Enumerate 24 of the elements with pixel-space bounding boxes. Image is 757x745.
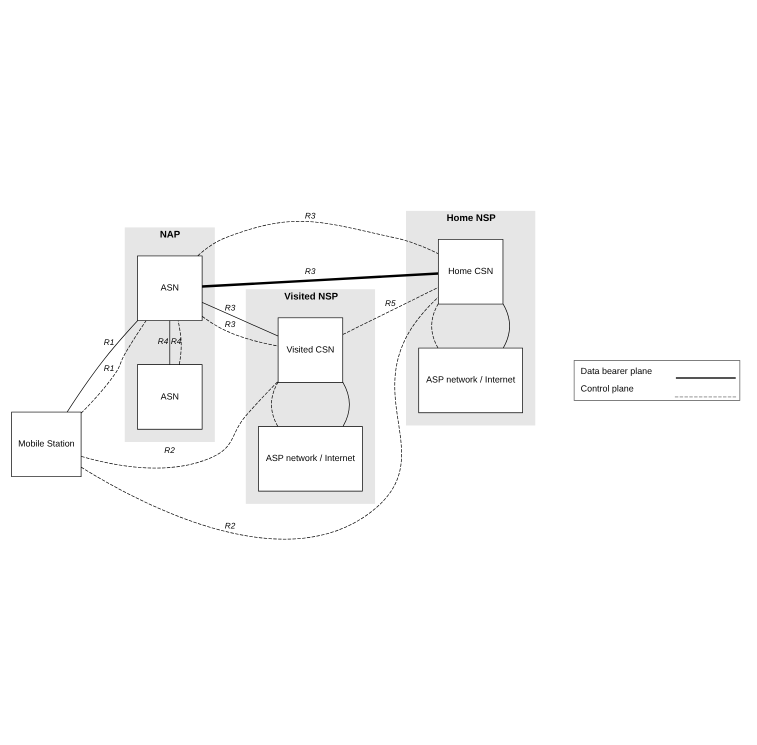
node-box: Home CSN bbox=[438, 239, 504, 304]
connector bbox=[197, 221, 439, 256]
connector bbox=[80, 296, 439, 540]
connector bbox=[431, 304, 439, 348]
node-box: ASP network / Internet bbox=[418, 348, 523, 414]
connector bbox=[80, 320, 146, 414]
connector bbox=[81, 381, 278, 468]
connector bbox=[202, 316, 278, 346]
connector bbox=[178, 320, 182, 365]
connector bbox=[342, 287, 439, 335]
connector bbox=[271, 382, 278, 427]
node-box: ASP network / Internet bbox=[258, 426, 363, 492]
connector bbox=[169, 320, 170, 365]
connector bbox=[502, 304, 510, 348]
connector bbox=[202, 302, 278, 336]
node-box: Visited CSN bbox=[278, 317, 344, 383]
node-box: ASN bbox=[137, 364, 202, 430]
legend-label: Control plane bbox=[580, 384, 634, 394]
node-box: ASN bbox=[137, 256, 202, 321]
connector bbox=[66, 320, 138, 412]
connector bbox=[342, 382, 350, 427]
node-box: Mobile Station bbox=[11, 412, 82, 478]
connector bbox=[202, 272, 438, 288]
legend-label: Data bearer plane bbox=[580, 366, 652, 376]
